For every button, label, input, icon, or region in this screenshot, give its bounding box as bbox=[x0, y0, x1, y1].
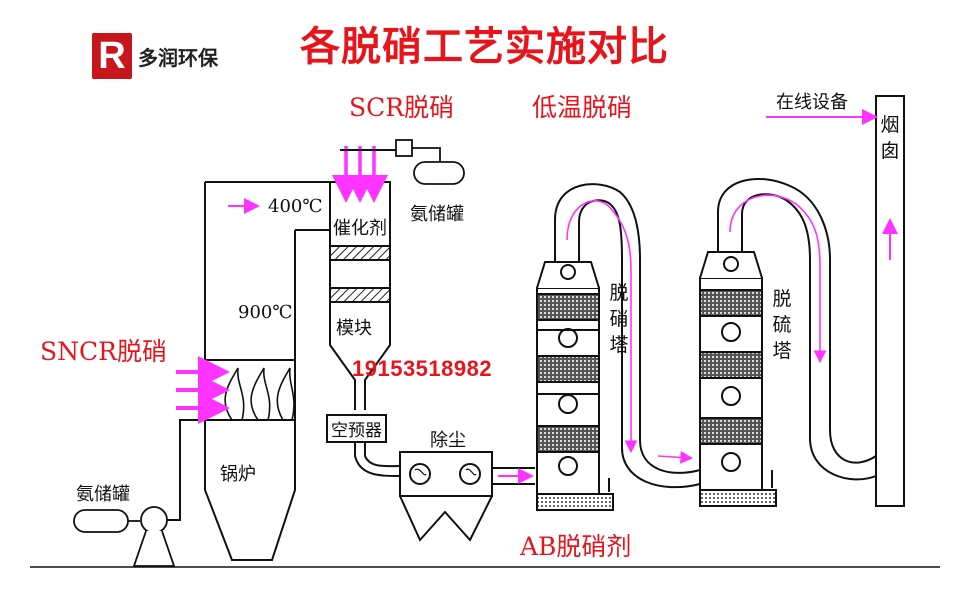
desulfurization-tower bbox=[699, 251, 777, 507]
sncr-label: SNCR脱硝 bbox=[40, 337, 167, 366]
dust-removal-label: 除尘 bbox=[430, 430, 466, 451]
phone-number: 19153518982 bbox=[352, 356, 493, 381]
catalyst-label: 催化剂 bbox=[333, 218, 387, 239]
denitration-tower bbox=[536, 261, 614, 511]
scr-label: SCR脱硝 bbox=[349, 93, 455, 122]
desulfurization-tower-label: 脱硫塔 bbox=[772, 288, 792, 362]
ammonia-tank-bottom-shape bbox=[73, 509, 129, 533]
air-preheater-label: 空预器 bbox=[326, 414, 387, 443]
ab-agent-label: AB脱硝剂 bbox=[520, 532, 632, 561]
flame-icons bbox=[224, 367, 295, 421]
scr-reactor bbox=[329, 182, 391, 410]
online-equipment-label: 在线设备 bbox=[776, 92, 848, 113]
logo-text: 多润环保 bbox=[138, 45, 218, 70]
page-title: 各脱硝工艺实施对比 bbox=[300, 24, 669, 70]
boiler-label: 锅炉 bbox=[220, 464, 256, 485]
chimney-label: 烟囱 bbox=[880, 114, 900, 162]
sncr-injection-arrows bbox=[176, 356, 230, 424]
module-label: 模块 bbox=[336, 318, 372, 339]
dust-collector bbox=[399, 451, 493, 542]
duct-2 bbox=[717, 178, 877, 464]
denitration-tower-label: 脱硝塔 bbox=[609, 282, 629, 356]
temp-400-label: 400℃ bbox=[268, 196, 323, 217]
pump-icon bbox=[140, 506, 168, 534]
low-temp-label: 低温脱硝 bbox=[532, 93, 633, 122]
brand-logo: R 多润环保 bbox=[92, 32, 218, 80]
ammonia-tank-top-label: 氨储罐 bbox=[410, 204, 464, 225]
ammonia-tank-bottom-label: 氨储罐 bbox=[76, 484, 130, 505]
scr-injection-arrows bbox=[332, 146, 388, 203]
logo-mark: R bbox=[92, 33, 132, 79]
scr-valve bbox=[395, 139, 413, 157]
ammonia-tank-top-shape bbox=[413, 161, 465, 185]
temp-900-label: 900℃ bbox=[238, 302, 293, 323]
chimney-shape bbox=[875, 95, 905, 507]
duct-1 bbox=[554, 183, 701, 474]
